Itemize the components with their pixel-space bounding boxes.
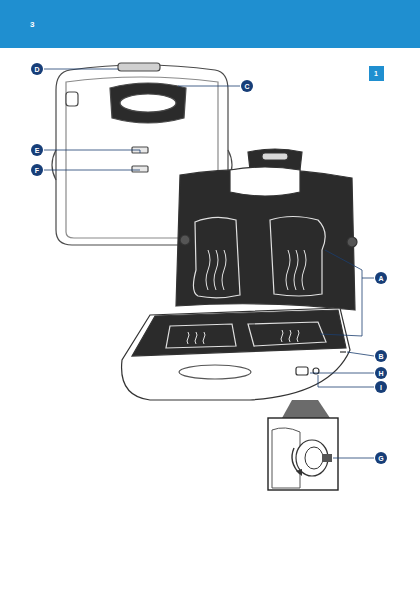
page-number: 3 [30,21,34,29]
callout-letter: I [380,384,382,391]
callout-circle: F [31,164,43,176]
callout-letter: H [378,370,383,377]
callout-circle: I [375,381,387,393]
open-appliance [122,149,357,400]
figure-number: 1 [374,70,378,77]
figure-number-box: 1 [369,66,384,81]
callout-letter: A [378,275,383,282]
thermostat-dial-inset [268,400,338,490]
callout-circle: D [31,63,43,75]
callout-circle: H [375,367,387,379]
callout-letter: B [378,353,383,360]
callout-circle: A [375,272,387,284]
callout-circle: B [375,350,387,362]
callout-letter: E [35,147,40,154]
callout-letter: D [34,66,39,73]
callout-circle: G [375,452,387,464]
leader-lines [44,69,374,458]
callout-letter: F [35,167,39,174]
callout-circle: E [31,144,43,156]
callout-circle: C [241,80,253,92]
callout-letter: C [244,83,249,90]
callout-letter: G [378,455,383,462]
header-band: 3 [0,0,420,48]
